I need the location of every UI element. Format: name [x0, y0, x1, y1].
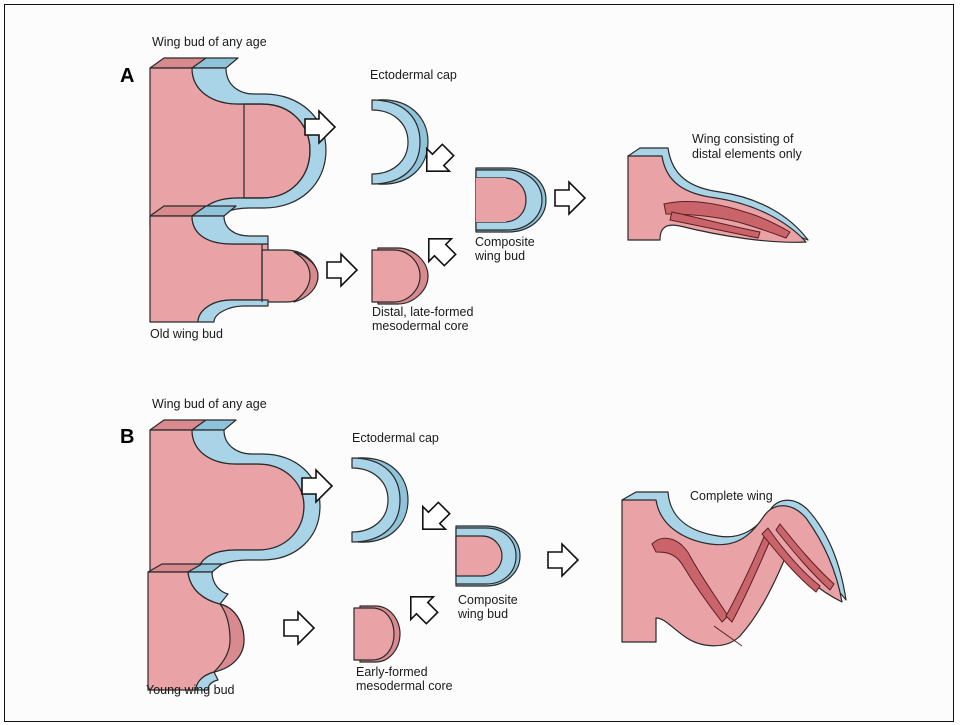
panel-a-cap-label: Ectodermal cap	[370, 68, 457, 82]
arrow-b-3	[284, 612, 314, 644]
panel-a-core-label-1: Distal, late-formed	[372, 305, 473, 319]
panel-b-complete-wing	[622, 492, 846, 646]
panel-b-bottom-label-visible: Young wing bud	[146, 683, 235, 697]
panel-b-top-label: Wing bud of any age	[152, 397, 267, 411]
panel-b-wing-bud-any-age	[150, 420, 320, 574]
arrow-a-4	[555, 182, 585, 214]
panel-b-composite-bud	[456, 526, 520, 586]
panel-a-composite-bud	[476, 168, 546, 232]
panel-b-ectodermal-cap	[352, 458, 408, 542]
panel-b-young-wing-bud	[148, 564, 244, 690]
panel-a-top-label: Wing bud of any age	[152, 35, 267, 49]
panel-b-cap-label: Ectodermal cap	[352, 431, 439, 445]
panel-b-core-label-2: mesodermal core	[356, 679, 453, 693]
panel-a-wing-bud-any-age	[150, 58, 326, 226]
panel-b-early-formed-core	[354, 606, 400, 662]
panel-a-result-label-2: distal elements only	[692, 147, 803, 161]
panel-b-composite-label-2: wing bud	[457, 607, 508, 621]
panel-a-bottom-label: Old wing bud	[150, 327, 223, 341]
panel-a-old-wing-bud	[150, 206, 318, 322]
arrow-b-4	[548, 544, 578, 576]
arrow-b-5	[399, 585, 443, 629]
panel-a-distal-wing	[628, 148, 808, 242]
arrow-b-2	[411, 497, 455, 541]
panel-a-ectodermal-cap	[372, 100, 428, 184]
panel-a-letter: A	[120, 65, 134, 87]
panel-a-composite-label-1: Composite	[475, 235, 535, 249]
panel-a-core-label-2: mesodermal core	[372, 319, 469, 333]
panel-b-core-label-1: Early-formed	[356, 665, 428, 679]
panel-a-composite-label-2: wing bud	[474, 249, 525, 263]
arrow-a-3	[327, 254, 357, 286]
panel-a-result-label-1: Wing consisting of	[692, 132, 794, 146]
panel-b-composite-label-1: Composite	[458, 593, 518, 607]
panel-a-late-formed-core	[372, 248, 428, 304]
panel-b-result-label: Complete wing	[690, 489, 773, 503]
panel-b-letter: B	[120, 426, 134, 448]
